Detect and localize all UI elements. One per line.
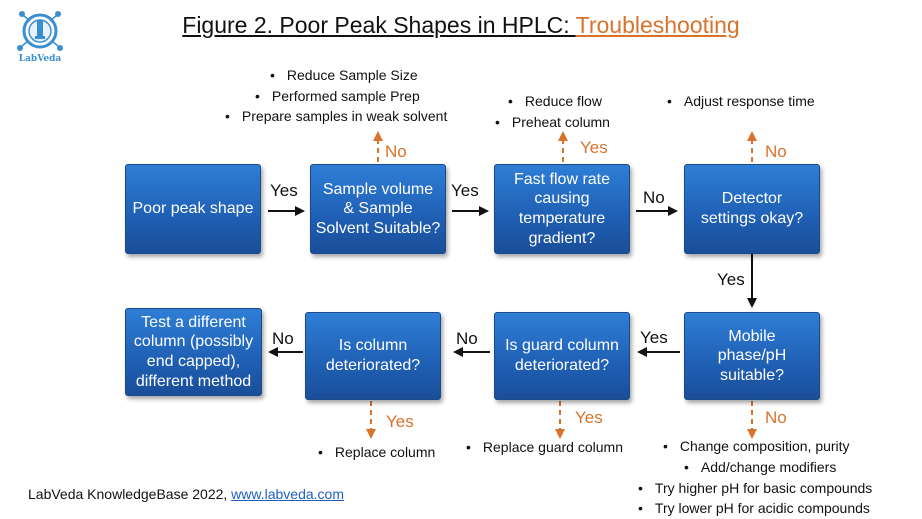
label-yes-flow: Yes [580, 138, 608, 157]
label-no-flow: No [643, 188, 665, 207]
label-yes-guard: Yes [575, 408, 603, 427]
label-no-column: No [272, 329, 294, 348]
bullet-sample-3: Prepare samples in weak solvent [225, 108, 447, 124]
footer-text: LabVeda KnowledgeBase 2022, [28, 486, 232, 502]
bullet-mobile-4: Try lower pH for acidic compounds [638, 500, 870, 516]
bullet-mobile-2: Add/change modifiers [684, 459, 836, 475]
figure-title: Figure 2. Poor Peak Shapes in HPLC: Trou… [0, 12, 922, 39]
footer: LabVeda KnowledgeBase 2022, www.labveda.… [28, 486, 344, 502]
box-fast-flow-rate: Fast flow rate causing temperature gradi… [494, 164, 630, 254]
label-no-sample: No [385, 142, 407, 161]
label-yes-1: Yes [270, 181, 298, 200]
bullet-detector-1: Adjust response time [667, 93, 815, 109]
box-mobile-phase: Mobile phase/pH suitable? [684, 312, 820, 400]
label-no-detector: No [765, 142, 787, 161]
bullet-mobile-3: Try higher pH for basic compounds [638, 480, 872, 496]
bullet-column-1: Replace column [318, 444, 435, 460]
box-column-deteriorated: Is column deteriorated? [305, 312, 441, 400]
box-test-different-column: Test a different column (possibly end ca… [125, 308, 262, 396]
logo-brand-text: LabVeda [18, 54, 62, 64]
label-no-mobile: No [765, 408, 787, 427]
box-sample-volume: Sample volume & Sample Solvent Suitable? [310, 164, 446, 254]
label-no-guard: No [456, 329, 478, 348]
bullet-flow-2: Preheat column [495, 114, 610, 130]
labveda-logo: LabVeda [14, 8, 66, 70]
label-yes-2: Yes [451, 181, 479, 200]
box-detector-settings: Detector settings okay? [684, 164, 820, 254]
bullet-guard-1: Replace guard column [466, 439, 623, 455]
title-main: Figure 2. Poor Peak Shapes in HPLC: [182, 12, 576, 38]
footer-link[interactable]: www.labveda.com [231, 486, 344, 502]
box-poor-peak-shape: Poor peak shape [125, 164, 261, 254]
bullet-mobile-1: Change composition, purity [663, 438, 850, 454]
title-troubleshooting: Troubleshooting [575, 12, 740, 38]
label-yes-column: Yes [386, 412, 414, 431]
bullet-sample-1: Reduce Sample Size [270, 67, 418, 83]
label-yes-mobile: Yes [640, 328, 668, 347]
labveda-logo-icon [17, 11, 63, 51]
bullet-flow-1: Reduce flow [508, 93, 602, 109]
bullet-sample-2: Performed sample Prep [255, 88, 420, 104]
label-yes-detector: Yes [717, 270, 745, 289]
box-guard-column: Is guard column deteriorated? [494, 312, 630, 400]
